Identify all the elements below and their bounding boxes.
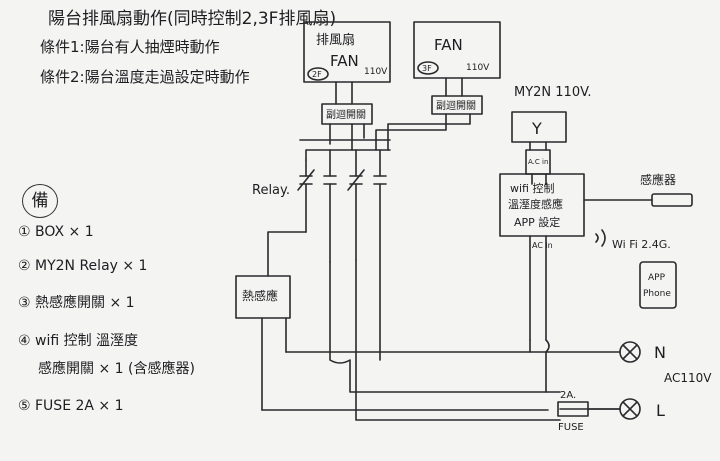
relay-coil: MY2N 110V. Y A.C in bbox=[511, 85, 591, 185]
switch-box-1 bbox=[321, 103, 373, 125]
wifi-controller-line3: APP 設定 bbox=[514, 215, 560, 229]
fan-2f-floor: 2F bbox=[312, 70, 322, 79]
wifi-signal-icon bbox=[595, 229, 606, 247]
terminal-n-label: N bbox=[654, 343, 666, 362]
heat-switch-label: 熱感應 bbox=[242, 288, 278, 303]
heat-switch-box bbox=[235, 275, 291, 319]
supply-voltage-label: AC110V bbox=[664, 371, 712, 385]
fan-3f-voltage: 110V bbox=[466, 63, 490, 73]
bom-item-wifi-controller: ④ wifi 控制 溫溼度 bbox=[18, 333, 139, 349]
fuse-label: FUSE bbox=[558, 422, 584, 433]
heat-switch-input bbox=[267, 231, 307, 277]
wifi-label: Wi Fi 2.4G. bbox=[612, 238, 671, 251]
fan-2f-top-label: 排風扇 bbox=[316, 32, 355, 48]
fan-2f-floor-mark bbox=[307, 67, 329, 81]
relay-contacts bbox=[297, 149, 391, 361]
relay-coil-terminal: A.C in bbox=[528, 158, 548, 166]
fuse-rating: 2A. bbox=[560, 390, 576, 401]
sensor-body bbox=[651, 193, 693, 207]
wifi-controller-line2: 溫溼度感應 bbox=[508, 197, 563, 211]
relay-coil-box bbox=[511, 111, 567, 143]
relay-coil-symbol: Y bbox=[531, 119, 542, 138]
terminal-l bbox=[619, 398, 641, 420]
fan-3f-floor-mark bbox=[417, 61, 439, 75]
switch-2-label: 副迴開關 bbox=[436, 99, 476, 112]
bom-item-wifi-controller-cont: 感應開關 × 1 (含感應器) bbox=[38, 361, 195, 377]
terminal-n bbox=[619, 341, 641, 363]
wifi-controller-box bbox=[499, 173, 585, 237]
condition-2: 條件2:陽台溫度走過設定時動作 bbox=[40, 68, 250, 86]
switch-1-label: 副迴開關 bbox=[326, 108, 366, 121]
bom-item-relay: ② MY2N Relay × 1 bbox=[18, 258, 148, 274]
bom-item-fuse: ⑤ FUSE 2A × 1 bbox=[18, 398, 124, 414]
fan-2f-label: FAN bbox=[330, 52, 359, 70]
diagram-title: 陽台排風扇動作(同時控制2,3F排風扇) bbox=[48, 9, 337, 29]
live-return-wire bbox=[355, 259, 561, 421]
terminal-l-label: L bbox=[656, 401, 665, 420]
switch-1-wires bbox=[329, 123, 365, 151]
live-bus bbox=[329, 261, 561, 393]
fan-2f-box bbox=[303, 21, 391, 83]
controller-supply bbox=[529, 339, 550, 393]
phone-icon bbox=[639, 261, 677, 309]
relay-model-label: MY2N 110V. bbox=[514, 85, 591, 100]
phone-line1: APP bbox=[648, 273, 666, 283]
wifi-controller-line1: wifi 控制 bbox=[510, 181, 554, 195]
fan-3f-floor: 3F bbox=[422, 64, 432, 73]
wifi-controller: wifi 控制 溫溼度感應 APP 設定 AC in bbox=[499, 173, 585, 341]
fan-3f-label: FAN bbox=[434, 36, 463, 54]
fan-2f: 排風扇 FAN 2F 110V bbox=[303, 21, 391, 83]
fan-3f-leads bbox=[445, 77, 463, 97]
phone-line2: Phone bbox=[643, 289, 671, 299]
heat-switch-output bbox=[261, 317, 287, 411]
sensor-label: 感應器 bbox=[640, 172, 676, 187]
fan-3f-box bbox=[413, 21, 501, 79]
bom-item-heat-switch: ③ 熱感應開關 × 1 bbox=[18, 295, 135, 311]
bom-heading: 備 bbox=[22, 184, 58, 218]
bom-item-box: ① BOX × 1 bbox=[18, 224, 94, 240]
switch-box-2 bbox=[431, 95, 483, 115]
switch-2-wires bbox=[375, 113, 471, 151]
fan-3f: FAN 3F 110V bbox=[413, 21, 501, 79]
wifi-controller-ac-in: AC in bbox=[532, 241, 553, 250]
relay-contact-label: Relay. bbox=[252, 183, 290, 198]
fan-2f-voltage: 110V bbox=[364, 67, 388, 77]
condition-1: 條件1:陽台有人抽煙時動作 bbox=[40, 38, 220, 56]
fan-2f-leads bbox=[335, 81, 353, 105]
